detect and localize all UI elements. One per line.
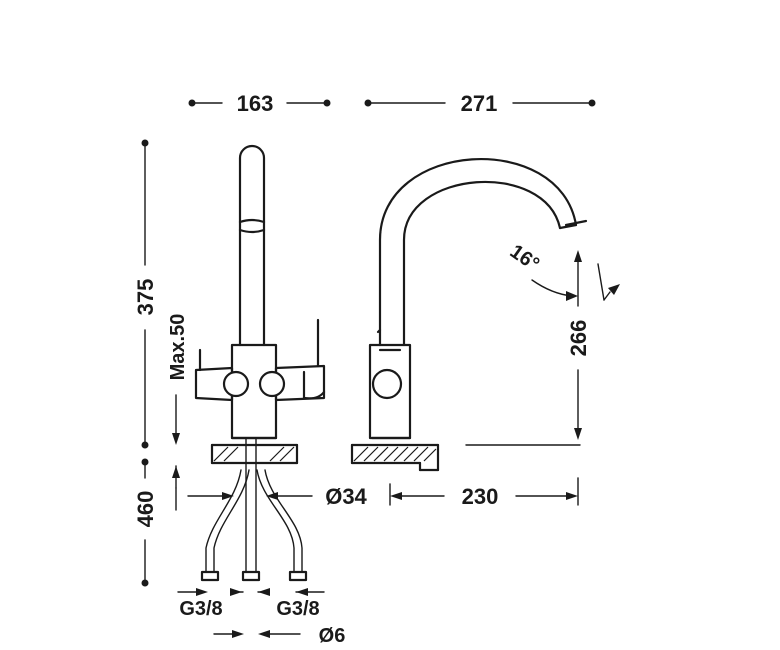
label-connection-left: G3/8	[179, 598, 222, 620]
label-width-right: 271	[461, 91, 498, 116]
label-height-total: 375	[133, 279, 158, 316]
label-tube-diameter: Ø6	[319, 625, 346, 647]
supply-hoses	[200, 437, 308, 582]
faucet-side-view	[368, 158, 588, 440]
dimension-width-right: 271	[364, 91, 596, 116]
label-connection-right: G3/8	[276, 598, 319, 620]
dimension-spout-angle: 16°	[506, 240, 620, 301]
dimension-reach: 230	[389, 477, 579, 509]
dimension-height-total: 375	[133, 139, 158, 449]
dimension-max-thickness: Max.50	[167, 314, 189, 511]
faucet-front-view	[194, 144, 326, 440]
label-hole-diameter: Ø34	[325, 484, 367, 509]
dimension-width-left: 163	[188, 91, 331, 116]
label-width-left: 163	[237, 91, 274, 116]
dimension-hose-length: 460	[133, 458, 158, 587]
dimension-spout-height: 266	[465, 250, 591, 446]
dimension-connections: G3/8 G3/8	[177, 588, 325, 620]
countertop-left	[210, 443, 299, 465]
label-hose-length: 460	[133, 491, 158, 528]
label-spout-angle: 16°	[506, 240, 543, 275]
label-max-thickness: Max.50	[167, 314, 189, 381]
countertop-right	[350, 443, 440, 472]
dimension-hole-diameter: Ø34	[187, 484, 368, 509]
label-spout-height: 266	[566, 320, 591, 357]
dimension-tube-diameter: Ø6	[213, 625, 346, 647]
label-reach: 230	[462, 484, 499, 509]
